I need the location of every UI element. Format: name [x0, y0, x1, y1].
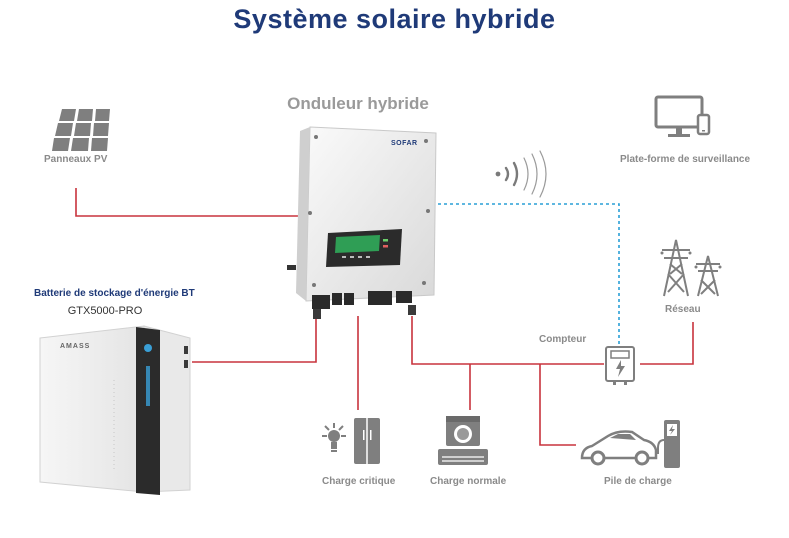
ev-charger-label: Pile de charge [604, 476, 672, 487]
monitor-icon [654, 95, 711, 137]
pv-to-inverter-line [75, 188, 300, 217]
diagram-title: Système solaire hybride [233, 4, 556, 34]
solar-panel-icon [52, 109, 110, 151]
ev-charger-icon [580, 420, 680, 468]
washing-machine-icon [438, 416, 488, 465]
monitoring-platform-label: Plate-forme de surveillance [620, 154, 751, 165]
meter-label: Compteur [539, 334, 587, 345]
inverter-to-meter-comm-line [432, 203, 620, 346]
battery-to-inverter-line [192, 316, 317, 363]
normal-load-label: Charge normale [430, 476, 507, 487]
battery-title: Batterie de stockage d'énergie BT [34, 288, 195, 299]
energy-meter-icon [605, 346, 635, 385]
pv-panels-label: Panneaux PV [44, 154, 108, 165]
inverter-brand: SOFAR [391, 140, 418, 147]
wireless-signal-icon [495, 150, 547, 198]
bus-to-ev-line [539, 364, 576, 446]
critical-load-label: Charge critique [322, 476, 396, 487]
battery-model: GTX5000-PRO [67, 305, 143, 317]
meter-to-grid-line [640, 322, 694, 365]
power-tower-icon [660, 239, 722, 297]
hybrid-inverter-image [287, 126, 437, 319]
critical-load-icon [322, 418, 380, 464]
battery-brand: AMASS [60, 343, 91, 350]
grid-label: Réseau [665, 304, 701, 315]
storage-battery-image [39, 325, 191, 495]
inverter-label: Onduleur hybride [287, 94, 429, 113]
